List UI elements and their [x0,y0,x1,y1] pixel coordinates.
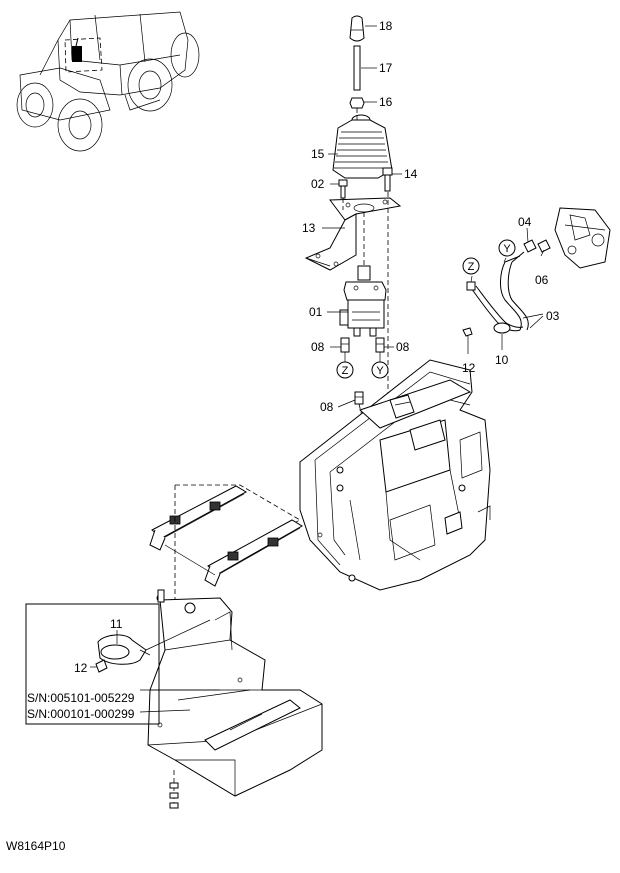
svg-text:Y: Y [503,243,511,255]
inset-box [25,603,220,725]
adapter-06 [537,239,551,253]
leader-lines [90,25,545,668]
connector-y-left: Y [371,361,389,379]
part-label-17: 17 [379,61,393,75]
fitting-08-left [340,337,350,353]
part-label-14: 14 [404,167,418,181]
seat-support [147,485,323,810]
serial-number-1: S/N:005101-005229 [27,691,135,705]
part-label-01: 01 [309,305,323,319]
adapter-04 [523,239,537,253]
part-label-02: 02 [311,177,325,191]
part-label-10: 10 [495,353,509,367]
main-frame [299,359,491,591]
part-label-03: 03 [546,309,560,323]
svg-text:Z: Z [342,365,349,377]
serial-number-2: S/N:000101-000299 [27,707,135,721]
seat-rails [149,484,303,587]
part-label-12-upper: 12 [462,361,476,375]
part-label-08-lower: 08 [320,400,334,414]
control-valve-assembly [554,207,611,269]
part-label-08-left: 08 [311,340,325,354]
svg-text:Z: Z [468,261,475,273]
fitting-08-right [375,337,385,353]
part-label-15: 15 [311,147,325,161]
rod-17 [353,45,361,91]
fitting-08-lower [354,391,364,405]
part-label-08-right: 08 [396,340,410,354]
connector-y-right: Y [498,239,516,257]
part-label-13: 13 [302,221,316,235]
bracket-13 [304,197,402,271]
part-label-04: 04 [518,215,532,229]
pilot-valve-01 [339,265,387,337]
bolt-14 [382,167,393,192]
connector-z-right: Z [462,257,480,275]
connector-z-left: Z [336,361,354,379]
screw-12-upper [462,327,473,337]
drawing-code: W8164P10 [6,839,66,853]
hose-assembly-03 [466,251,529,334]
nut-16 [349,97,365,109]
part-label-11: 11 [110,617,123,631]
part-label-06: 06 [535,273,549,287]
svg-text:Y: Y [376,365,384,377]
part-label-18: 18 [379,19,393,33]
knob-18 [349,15,365,42]
part-label-12-inset: 12 [74,661,88,675]
rubber-boot-15 [332,114,393,179]
bolt-02 [338,179,348,199]
machine-thumbnail [16,11,200,152]
part-label-16: 16 [379,95,393,109]
